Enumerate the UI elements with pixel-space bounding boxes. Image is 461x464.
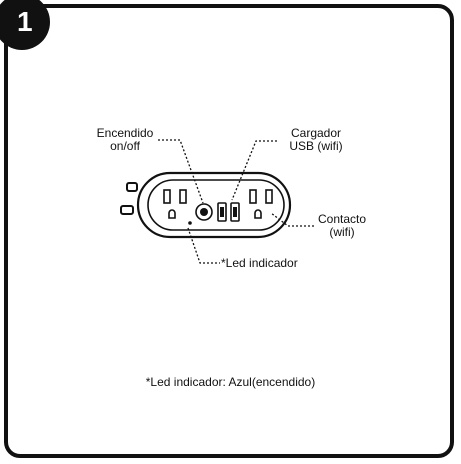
step-number: 1	[17, 6, 33, 37]
power-label: Encendido on/off	[96, 126, 154, 153]
leader-lines	[158, 139, 314, 264]
footnote: *Led indicador: Azul(encendido)	[145, 375, 316, 389]
device-faceplate	[147, 179, 285, 231]
power-button-icon	[195, 203, 213, 221]
led-leader-line	[187, 227, 220, 264]
led-label: *Led indicador	[221, 256, 298, 270]
usb-leader-line	[231, 140, 277, 201]
outlet-socket-icon	[249, 189, 273, 219]
usb-label: Cargador USB (wifi)	[289, 126, 343, 153]
rear-prong	[126, 182, 138, 192]
power-leader-line	[158, 139, 204, 204]
outlet-label: Contacto (wifi)	[317, 212, 367, 239]
rear-prong	[120, 205, 134, 215]
led-dot	[188, 221, 192, 225]
instruction-panel: 1	[0, 0, 454, 458]
device-shell	[136, 171, 292, 239]
outlet-leader-line	[270, 212, 314, 227]
device-illustration	[120, 171, 292, 239]
outlet-socket-icon	[163, 189, 187, 219]
usb-port-icon	[217, 202, 240, 222]
step-badge: 1	[0, 0, 50, 50]
